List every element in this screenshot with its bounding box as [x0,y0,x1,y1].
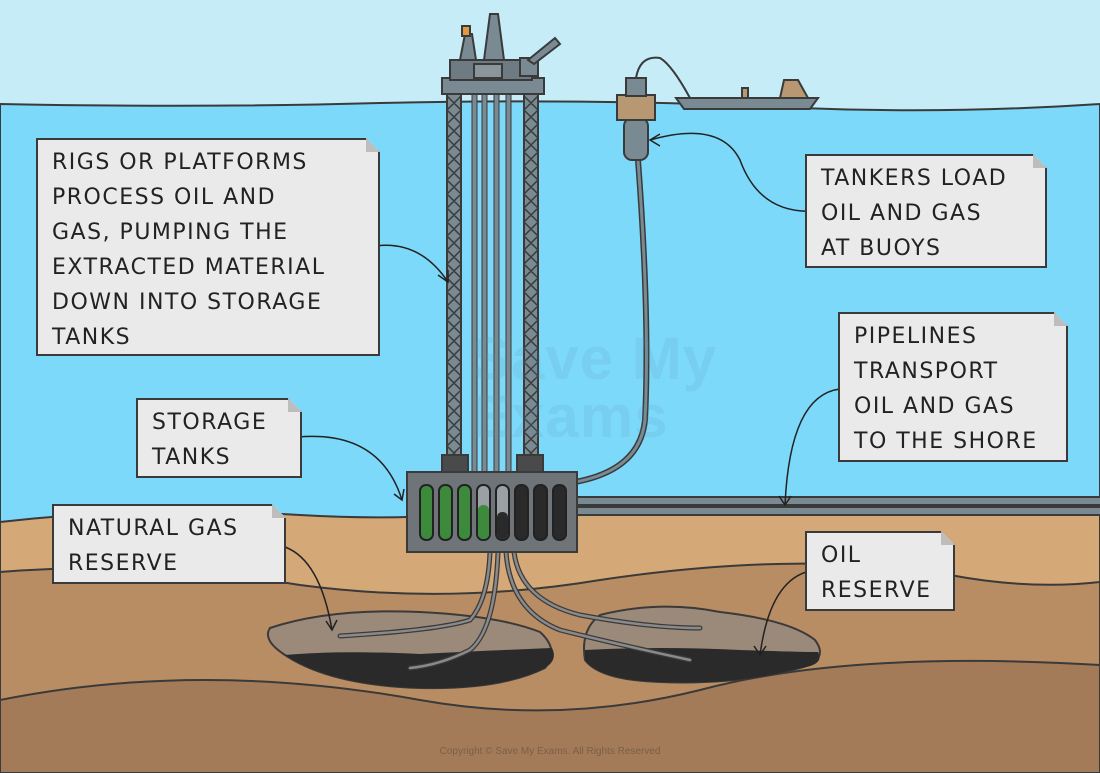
tanker-ship [674,79,820,110]
label-storage-tanks: STORAGE TANKS [136,398,302,478]
pipeline-to-shore [574,496,1100,516]
oil-reserve-oil [585,648,820,683]
oil-platform [441,13,562,95]
loading-buoy [616,56,691,161]
storage-tanks [406,471,578,553]
label-pipelines: PIPELINES TRANSPORT OIL AND GAS TO THE S… [838,312,1068,462]
watermark: Save My Exams [470,325,718,450]
label-rigs-platforms: RIGS OR PLATFORMS PROCESS OIL AND GAS, P… [36,138,380,356]
leader-lines [284,132,841,656]
seabed-deep-layer [0,659,1100,773]
platform-legs [441,91,544,474]
copyright-notice: Copyright © Save My Exams. All Rights Re… [439,746,661,757]
label-natural-gas-reserve: NATURAL GAS RESERVE [52,504,286,584]
leader-arrowheads [325,133,792,657]
label-tankers: TANKERS LOAD OIL AND GAS AT BUOYS [805,154,1047,268]
label-oil-reserve: OIL RESERVE [805,531,955,611]
